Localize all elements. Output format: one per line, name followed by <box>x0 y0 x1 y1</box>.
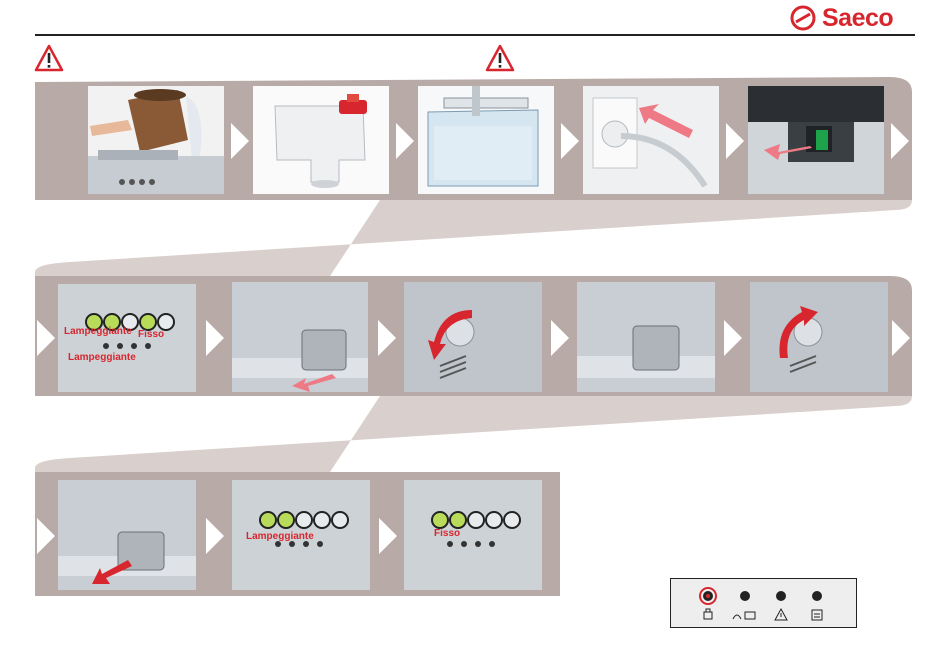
chevron-right-icon <box>889 121 911 161</box>
water-tank-photo <box>418 86 554 194</box>
band-connector-1 <box>35 200 912 276</box>
remove-jug-photo <box>58 480 196 590</box>
chevron-right-icon <box>394 121 416 161</box>
place-jug-photo <box>232 282 368 392</box>
steam-jug-photo <box>577 282 715 392</box>
chevron-right-icon <box>35 318 57 358</box>
fixed-label: Fisso <box>434 528 460 539</box>
blinking-label: Lampeggiante <box>246 531 314 542</box>
chevron-right-icon <box>35 516 57 556</box>
chevron-right-icon <box>204 516 226 556</box>
power-switch-photo <box>748 86 884 194</box>
control-panel-fixed-photo <box>404 480 542 590</box>
chevron-right-icon <box>890 318 912 358</box>
chevron-right-icon <box>559 121 581 161</box>
blinking-label: Lampeggiante <box>68 352 136 363</box>
chevron-right-icon <box>377 516 399 556</box>
turn-knob-close-photo <box>750 282 888 392</box>
chevron-right-icon <box>724 121 746 161</box>
pour-water-photo <box>88 86 224 194</box>
indicator-lights-icon <box>671 579 856 627</box>
indicator-legend <box>670 578 857 628</box>
turn-knob-open-photo <box>404 282 542 392</box>
fixed-label: Fisso <box>138 329 164 340</box>
band-connector-2 <box>35 396 912 472</box>
plug-in-photo <box>583 86 719 194</box>
blinking-label: Lampeggiante <box>64 326 132 337</box>
water-filter-photo <box>253 86 389 194</box>
chevron-right-icon <box>229 121 251 161</box>
control-panel-photo <box>58 284 196 392</box>
chevron-right-icon <box>722 318 744 358</box>
chevron-right-icon <box>549 318 571 358</box>
chevron-right-icon <box>376 318 398 358</box>
chevron-right-icon <box>204 318 226 358</box>
